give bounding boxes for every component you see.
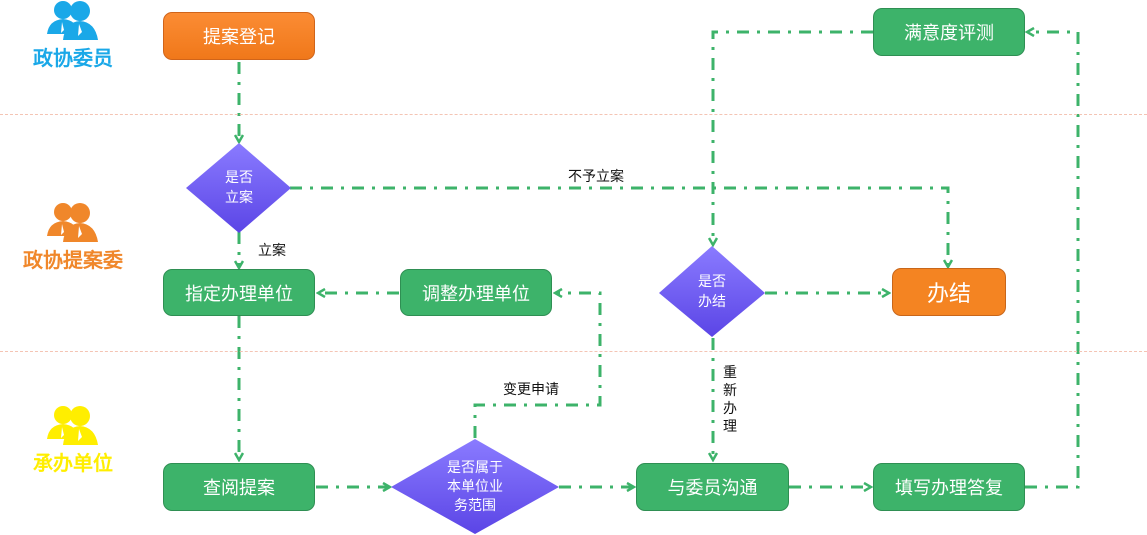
lane-role-handling-unit: 承办单位 (0, 405, 148, 476)
lane-divider-2 (0, 351, 1147, 352)
decision-done[interactable]: 是否 办结 (659, 246, 765, 338)
node-label: 与委员沟通 (667, 478, 758, 499)
lane-role-committee-member: 政协委员 (0, 0, 148, 71)
edge-label-not-file: 不予立案 (568, 169, 624, 185)
node-communicate-member[interactable]: 与委员沟通 (636, 463, 789, 511)
edge-reply-to-satisfaction (1025, 32, 1080, 489)
node-satisfaction-review[interactable]: 满意度评测 (873, 8, 1025, 56)
node-adjust-unit[interactable]: 调整办理单位 (400, 269, 552, 316)
decision-filing-shape (186, 143, 291, 233)
people-icon (47, 203, 98, 242)
node-label: 调整办理单位 (422, 283, 530, 305)
lane-role-label: 政协委员 (33, 46, 113, 70)
node-label: 提案登记 (203, 27, 275, 48)
node-label: 查阅提案 (203, 478, 275, 499)
decision-label: 是否 立案 (225, 170, 253, 206)
decision-filing[interactable]: 是否 立案 (186, 143, 292, 233)
decision-label: 是否属于 本单位业 务范围 (447, 459, 503, 514)
lane-divider-1 (0, 114, 1147, 115)
node-proposal-register[interactable]: 提案登记 (163, 12, 315, 60)
decision-done-shape (659, 246, 765, 337)
edge-change-request (473, 293, 602, 438)
node-label: 满意度评测 (904, 23, 994, 44)
node-done[interactable]: 办结 (892, 268, 1006, 316)
edge-label-redo: 重新办理 (723, 365, 737, 435)
node-label: 办结 (926, 282, 971, 307)
lane-role-proposal-committee: 政协提案委 (0, 202, 148, 273)
decision-scope-shape (391, 439, 559, 534)
node-fill-reply[interactable]: 填写办理答复 (873, 463, 1025, 511)
lane-role-label: 政协提案委 (23, 248, 123, 272)
decision-business-scope[interactable]: 是否属于 本单位业 务范围 (391, 439, 559, 535)
edge-label-file: 立案 (258, 243, 286, 259)
node-review-proposal[interactable]: 查阅提案 (163, 463, 315, 511)
people-icon (47, 1, 98, 40)
edge-label-change-request: 变更申请 (503, 382, 559, 398)
node-assign-unit[interactable]: 指定办理单位 (163, 269, 315, 316)
node-label: 填写办理答复 (895, 478, 1003, 499)
node-label: 指定办理单位 (185, 283, 293, 305)
decision-label: 是否 办结 (698, 274, 726, 310)
people-icon (47, 406, 98, 445)
edge-not-file (290, 186, 948, 267)
lane-role-label: 承办单位 (33, 451, 113, 475)
edge-satisfaction-to-decide-done (713, 30, 873, 245)
